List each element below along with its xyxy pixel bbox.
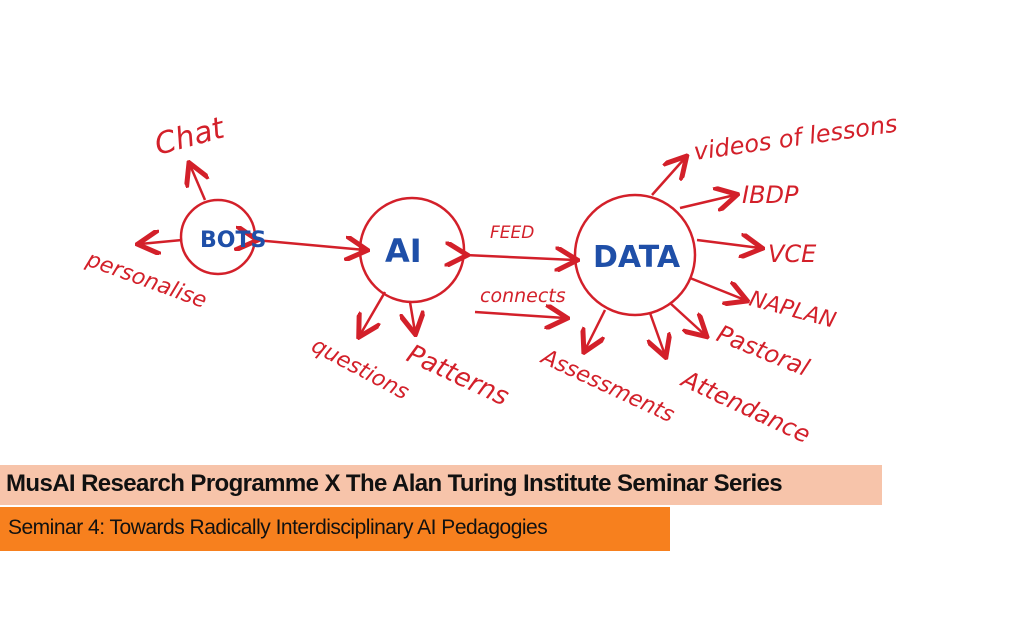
label-vce: VCE <box>768 240 817 268</box>
seminar-subtitle: Seminar 4: Towards Radically Interdiscip… <box>8 516 548 539</box>
seminar-subtitle-banner: Seminar 4: Towards Radically Interdiscip… <box>0 507 670 551</box>
label-ibdp: IBDP <box>742 181 799 209</box>
edge-connects: connects <box>480 285 566 307</box>
label-chat: Chat <box>151 110 229 162</box>
label-personalise: personalise <box>82 247 210 314</box>
label-videos-of-lessons: videos of lessons <box>692 110 899 166</box>
label-assessments: Assessments <box>536 344 678 428</box>
label-patterns: Patterns <box>402 339 513 412</box>
series-title-banner: MusAI Research Programme X The Alan Turi… <box>0 465 882 505</box>
label-naplan: NAPLAN <box>746 287 838 334</box>
label-pastoral: Pastoral <box>713 320 814 382</box>
node-data: DATA <box>593 240 681 275</box>
edge-feed: FEED <box>490 223 534 243</box>
hand-drawn-diagram: BOTS AI DATA Chat personalise questions … <box>82 110 899 449</box>
node-ai: AI <box>385 232 422 270</box>
node-bots: BOTS <box>200 228 266 253</box>
label-questions: questions <box>307 333 413 405</box>
series-title: MusAI Research Programme X The Alan Turi… <box>6 470 783 497</box>
